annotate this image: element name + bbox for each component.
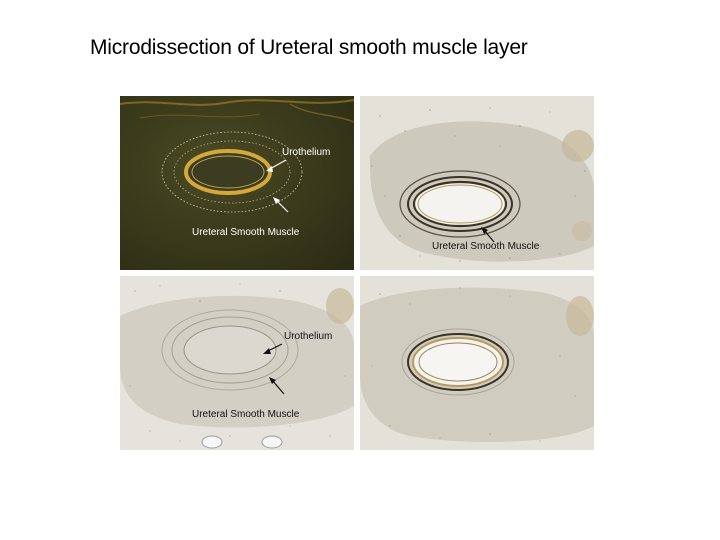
micrograph-brightfield-after-removal [360,276,594,450]
brightfield-after-image [360,276,594,450]
brightfield-cut-image [360,96,594,270]
label-urothelium: Urothelium [284,331,333,342]
slide-title: Microdissection of Ureteral smooth muscl… [90,36,528,59]
micrograph-brightfield-before-dissection: Urothelium Ureteral Smooth Muscle [120,276,354,450]
label-ureteral-smooth-muscle: Ureteral Smooth Muscle [192,227,300,238]
label-urothelium: Urothelium [282,147,331,158]
micrograph-darkfield-before-dissection: Urothelium Ureteral Smooth Muscle [120,96,354,270]
darkfield-image [120,96,354,270]
brightfield-image [120,276,354,450]
micrograph-brightfield-cut: Ureteral Smooth Muscle [360,96,594,270]
label-ureteral-smooth-muscle: Ureteral Smooth Muscle [432,241,540,252]
label-ureteral-smooth-muscle: Ureteral Smooth Muscle [192,409,300,420]
